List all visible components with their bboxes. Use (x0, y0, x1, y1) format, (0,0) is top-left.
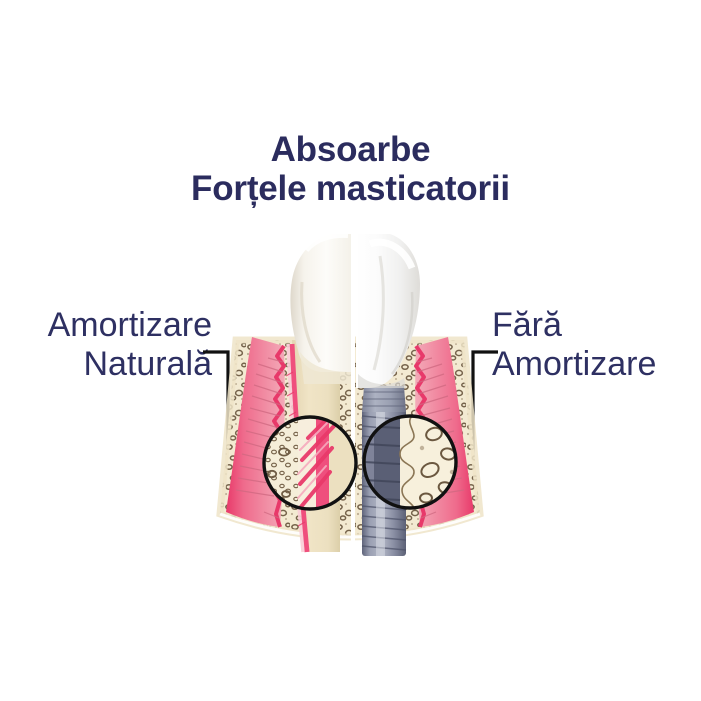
tooth-implant-illustration (180, 222, 520, 572)
magnifier-left-periodontal-ligament (262, 415, 358, 511)
label-natural-cushioning: Amortizare Naturală (0, 306, 212, 385)
title-line-2: Forțele masticatorii (191, 169, 510, 209)
label-left-line-1: Amortizare (47, 306, 212, 344)
page-title: Absoarbe Forțele masticatorii (0, 130, 701, 208)
magnifier-right-osseointegration (362, 414, 458, 510)
split-divider (351, 222, 355, 572)
label-no-cushioning: Fără Amortizare (492, 306, 701, 385)
label-right-line-2: Amortizare (492, 345, 657, 384)
label-left-line-2: Naturală (83, 345, 212, 384)
label-right-line-1: Fără (492, 306, 562, 344)
title-line-1: Absoarbe (270, 130, 431, 169)
